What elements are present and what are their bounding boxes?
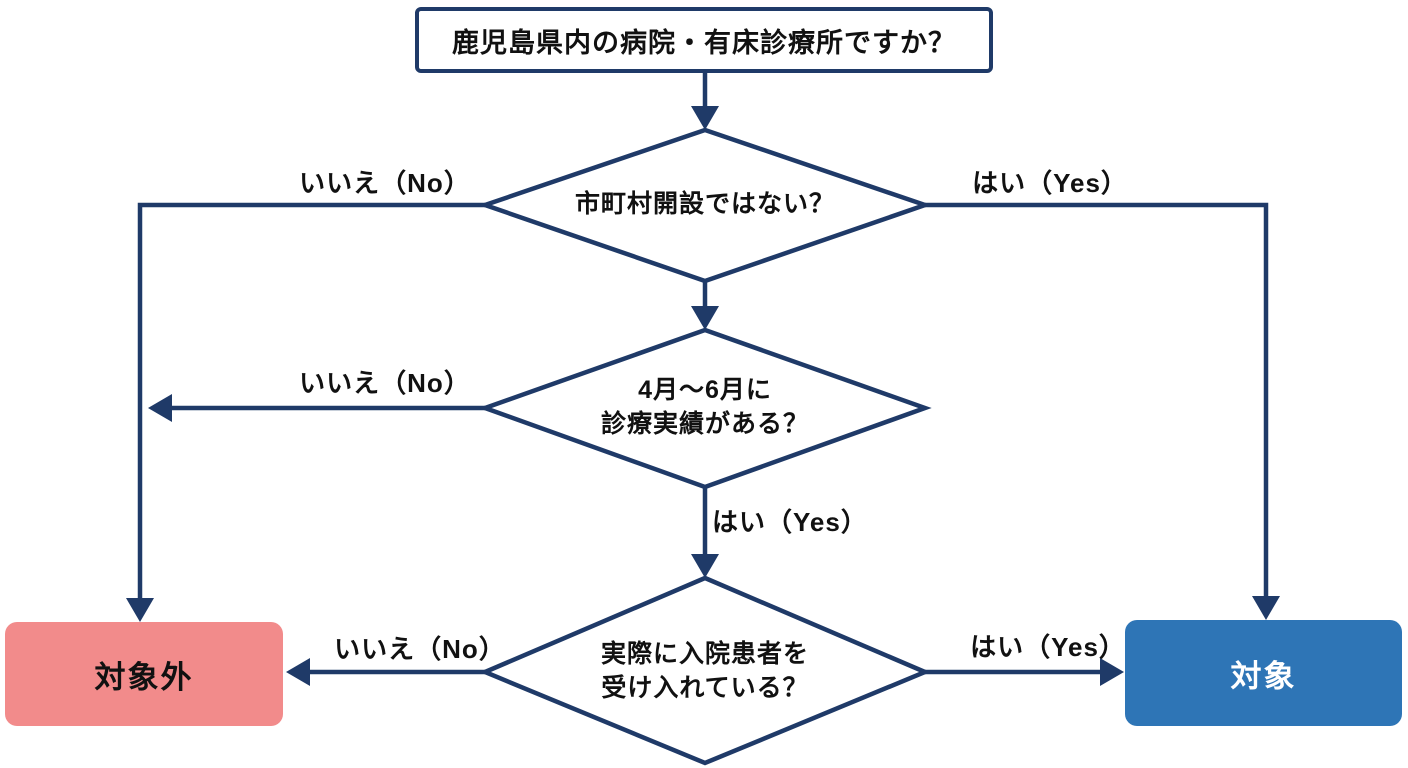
edge-label-q1-no: いいえ（No） [299, 167, 471, 198]
edge-label-q2-no: いいえ（No） [299, 367, 471, 398]
arrowhead-q3-no [286, 658, 310, 686]
arrowhead-q1-no [126, 598, 154, 622]
arrowhead-start-to-q1 [691, 106, 719, 130]
decision-q1-label: 市町村開設ではない？ [574, 190, 835, 219]
decision-q2-shape [478, 327, 932, 490]
decision-q3-shape [479, 575, 931, 766]
start-node-label: 鹿児島県内の病院・有床診療所ですか？ [452, 27, 956, 58]
decision-q2-label: 4月〜6月に 診療実績がある？ [600, 376, 809, 438]
arrowhead-q3-yes [1100, 658, 1124, 686]
edge-label-q3-no: いいえ（No） [334, 633, 506, 664]
arrowhead-q1-to-q2 [691, 306, 719, 330]
edge-q1-no [137, 202, 485, 606]
arrowhead-q2-no [148, 394, 172, 422]
arrowhead-q2-yes [691, 554, 719, 578]
edge-label-q2-yes: はい（Yes） [712, 506, 868, 537]
start-node: 鹿児島県内の病院・有床診療所ですか？ [415, 7, 993, 73]
edge-q1-yes [925, 202, 1269, 604]
edge-label-q1-yes: はい（Yes） [972, 167, 1128, 198]
arrowhead-q1-yes [1252, 596, 1280, 620]
reject-node-label: 対象外 [94, 659, 194, 695]
accept-node-label: 対象 [1230, 658, 1297, 694]
decision-q3-label: 実際に入院患者を 受け入れている？ [600, 640, 809, 702]
edge-label-q3-yes: はい（Yes） [970, 631, 1126, 662]
accept-node: 対象 [1125, 620, 1402, 726]
decision-q1-shape [478, 127, 932, 284]
reject-node: 対象外 [5, 622, 283, 726]
